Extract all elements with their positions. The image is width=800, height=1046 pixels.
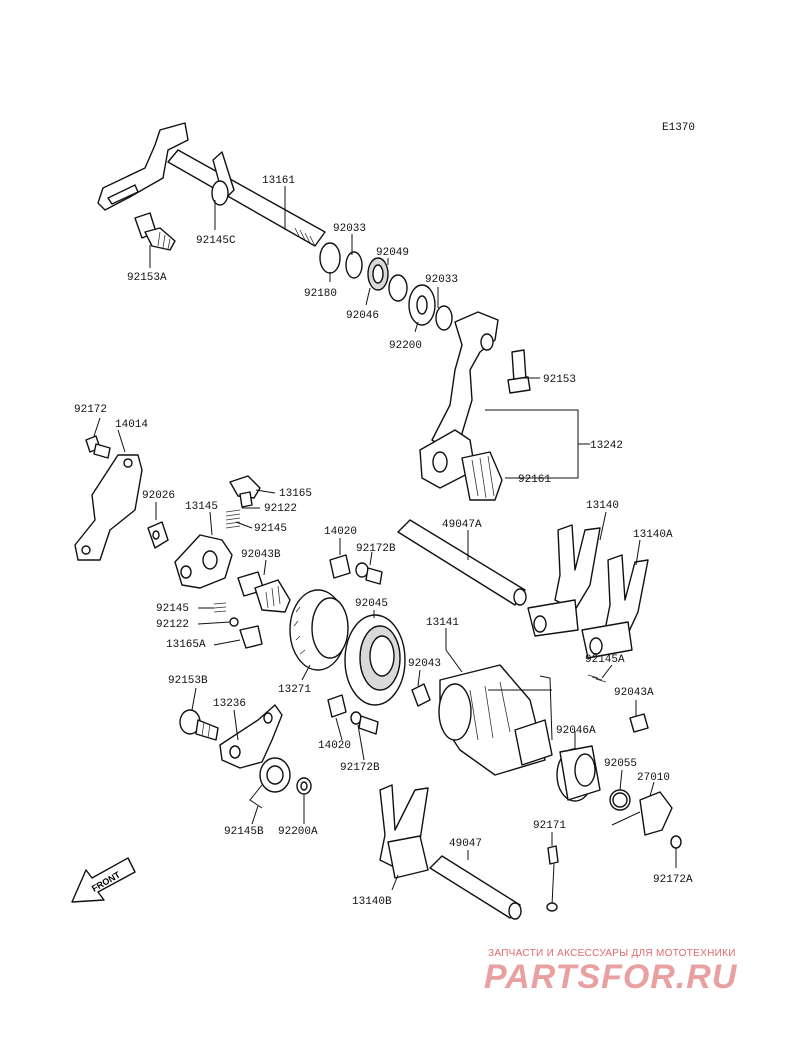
part-label-92180: 92180 xyxy=(304,288,337,300)
bolt-92172B-lower xyxy=(350,711,379,735)
bolt-92172 xyxy=(85,435,111,459)
part-label-92045: 92045 xyxy=(355,598,388,610)
front-arrow: FRONT xyxy=(71,857,136,903)
retainer-14020-lower xyxy=(327,694,347,718)
part-label-92171: 92171 xyxy=(533,820,566,832)
part-label-92153A: 92153A xyxy=(127,272,167,284)
part-label-92145-a: 92145 xyxy=(254,523,287,535)
bolt-92172B-upper xyxy=(355,562,383,585)
part-label-13236: 13236 xyxy=(213,698,246,710)
part-label-49047: 49047 xyxy=(449,838,482,850)
fork-13140B xyxy=(379,784,429,879)
fork-13140 xyxy=(527,524,601,637)
part-label-13242: 13242 xyxy=(590,440,623,452)
part-label-92153B: 92153B xyxy=(168,675,208,687)
guide-14014 xyxy=(74,454,143,561)
switch-27010 xyxy=(611,791,682,849)
part-label-49047A: 49047A xyxy=(442,519,482,531)
part-label-92172: 92172 xyxy=(74,404,107,416)
part-label-92043: 92043 xyxy=(408,658,441,670)
part-label-92033-a: 92033 xyxy=(333,223,366,235)
bolt-92153B xyxy=(179,709,219,741)
part-label-13140: 13140 xyxy=(586,500,619,512)
stopper-13236 xyxy=(219,704,283,769)
washers-seal-stack xyxy=(319,242,453,331)
shift-shaft-13161 xyxy=(97,122,326,247)
part-label-92145B: 92145B xyxy=(224,826,264,838)
part-label-13165A: 13165A xyxy=(166,639,206,651)
part-label-92161: 92161 xyxy=(518,474,551,486)
part-label-27010: 27010 xyxy=(637,772,670,784)
part-label-92049: 92049 xyxy=(376,247,409,259)
part-label-92153: 92153 xyxy=(543,374,576,386)
part-label-14014: 14014 xyxy=(115,419,148,431)
retainer-14020-upper xyxy=(329,554,351,579)
pin-13165 xyxy=(229,475,261,508)
pin-92043 xyxy=(411,683,431,707)
bearing-92046A xyxy=(556,745,601,802)
oring-92055 xyxy=(609,789,631,811)
watermark-subtitle: ЗАПЧАСТИ И АКСЕССУАРЫ ДЛЯ МОТОТЕХНИКИ xyxy=(488,948,736,959)
part-label-92172B-a: 92172B xyxy=(356,543,396,555)
part-label-13141: 13141 xyxy=(426,617,459,629)
part-label-13165: 13165 xyxy=(279,488,312,500)
diagram-code: E1370 xyxy=(662,122,695,134)
part-label-14020-b: 14020 xyxy=(318,740,351,752)
part-label-14020-a: 14020 xyxy=(324,526,357,538)
spring-92145A xyxy=(587,674,607,683)
part-label-92122-b: 92122 xyxy=(156,619,189,631)
part-label-13145: 13145 xyxy=(185,501,218,513)
part-label-13271: 13271 xyxy=(278,684,311,696)
watermark-logo: PARTSFOR.RU xyxy=(484,958,738,996)
part-label-13140A: 13140A xyxy=(633,529,673,541)
spring-92145-upper xyxy=(225,509,241,529)
part-label-92145C: 92145C xyxy=(196,235,236,247)
pin-92043A xyxy=(629,713,649,733)
bearing-92045 xyxy=(344,614,406,706)
part-label-13161: 13161 xyxy=(262,175,295,187)
part-label-13140B: 13140B xyxy=(352,896,392,908)
bolt-92043B xyxy=(237,571,291,613)
part-labels: 13161 92145C 92153A 92033 92049 92180 92… xyxy=(74,175,693,908)
pin-92171 xyxy=(546,845,559,912)
part-label-92122-a: 92122 xyxy=(264,503,297,515)
plate-13165A xyxy=(239,625,263,649)
cam-13271 xyxy=(289,589,349,671)
fork-13140A xyxy=(581,554,649,659)
part-label-92172B-b: 92172B xyxy=(340,762,380,774)
part-label-92145-b: 92145 xyxy=(156,603,189,615)
part-label-92043B: 92043B xyxy=(241,549,281,561)
part-label-92046: 92046 xyxy=(346,310,379,322)
shift-pedal-13242 xyxy=(419,311,531,501)
part-label-92026: 92026 xyxy=(142,490,175,502)
collar-92026 xyxy=(147,521,169,549)
part-label-92200A: 92200A xyxy=(278,826,318,838)
part-label-92046A: 92046A xyxy=(556,725,596,737)
shift-drum-13141 xyxy=(438,664,553,776)
lever-13145 xyxy=(174,534,233,589)
part-label-92033-b: 92033 xyxy=(425,274,458,286)
part-label-92145A: 92145A xyxy=(585,654,625,666)
shaft-49047 xyxy=(429,855,522,920)
spring-92145B xyxy=(249,757,291,809)
part-label-92055: 92055 xyxy=(604,758,637,770)
part-label-92043A: 92043A xyxy=(614,687,654,699)
washer-92200A xyxy=(296,777,312,795)
part-label-92200: 92200 xyxy=(389,340,422,352)
leader-lines xyxy=(93,186,677,891)
part-label-92172A: 92172A xyxy=(653,874,693,886)
bolt-92153A xyxy=(134,212,176,251)
shaft-49047A xyxy=(397,519,527,606)
